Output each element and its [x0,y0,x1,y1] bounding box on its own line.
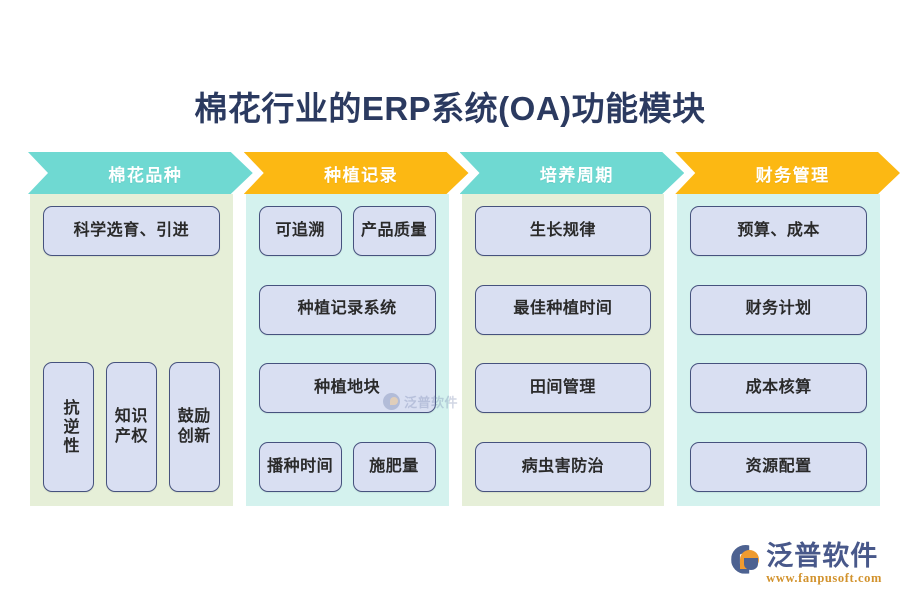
item-row: 预算、成本 [690,206,867,256]
module-item-label: 知识产权 [114,408,148,445]
module-column: 种植记录可追溯 产品质量种植记录系统种植地块播种时间 施肥量 [246,152,449,506]
fanpu-logo-icon [731,544,760,574]
spacer [475,335,652,364]
module-item-label: 施肥量 [369,457,419,475]
module-item[interactable]: 抗逆性 [43,362,94,492]
column-header-label: 种植记录 [324,165,399,185]
module-item[interactable]: 最佳种植时间 [474,284,652,335]
spacer [690,256,867,285]
module-item[interactable]: 预算、成本 [690,206,867,256]
module-item-label: 生长规律 [529,221,596,239]
page-title: 棉花行业的ERP系统(OA)功能模块 [194,90,706,127]
spacer [43,256,220,362]
module-columns: 棉花品种科学选育、引进抗逆性 知识产权鼓励创新 种植记录可追溯 产品质量种植记录系统种… [30,152,880,506]
item-row: 最佳种植时间 [474,284,652,335]
module-item-label: 抗逆性 [60,398,78,456]
column-panel: 生长规律最佳种植时间田间管理病虫害防治 [461,194,665,506]
spacer [690,413,867,442]
column-panel: 可追溯 产品质量种植记录系统种植地块播种时间 施肥量 [245,194,449,506]
item-row: 种植记录系统 [258,284,436,335]
module-item[interactable]: 施肥量 [352,442,436,493]
item-row: 播种时间 施肥量 [258,442,436,493]
module-item-label: 资源配置 [745,457,812,475]
module-item-label: 成本核算 [745,378,812,396]
item-row: 田间管理 [474,363,652,414]
module-item[interactable]: 产品质量 [352,206,436,256]
brand-url: www.fanpusoft.com [766,571,882,585]
column-header-arrow[interactable]: 种植记录 [244,152,469,194]
column-panel: 预算、成本财务计划成本核算资源配置 [677,194,880,506]
item-row: 科学选育、引进 [43,206,220,256]
module-item[interactable]: 鼓励创新 [168,362,220,492]
module-item-label: 病虫害防治 [521,457,605,475]
module-item[interactable]: 种植记录系统 [258,284,436,335]
module-item-label: 田间管理 [529,378,596,396]
spacer [259,413,436,442]
module-item-label: 种植记录系统 [297,300,397,318]
module-item-label: 播种时间 [267,457,334,475]
module-item-label: 鼓励创新 [177,408,211,445]
spacer [259,256,436,285]
module-column: 棉花品种科学选育、引进抗逆性 知识产权鼓励创新 [30,152,233,506]
spacer [475,413,652,442]
module-item[interactable]: 成本核算 [690,363,867,414]
spacer [475,256,652,285]
module-item[interactable]: 科学选育、引进 [43,206,220,256]
item-row: 资源配置 [690,442,867,493]
brand-logo: 泛普软件 www.fanpusoft.com [731,540,882,586]
module-item[interactable]: 财务计划 [690,284,867,335]
item-row: 生长规律 [474,206,652,256]
module-item[interactable]: 病虫害防治 [474,442,652,493]
item-row: 抗逆性 知识产权鼓励创新 [43,362,220,492]
spacer [690,335,867,364]
module-item-label: 预算、成本 [737,221,820,239]
column-header-label: 财务管理 [755,165,830,185]
module-item[interactable]: 生长规律 [474,206,652,256]
module-item-label: 科学选育、引进 [73,221,190,239]
module-item[interactable]: 种植地块 [258,363,436,414]
module-item[interactable]: 资源配置 [690,442,867,493]
column-header-label: 棉花品种 [108,165,183,185]
module-column: 培养周期生长规律最佳种植时间田间管理病虫害防治 [462,152,665,506]
item-row: 可追溯 产品质量 [258,206,436,256]
column-panel: 科学选育、引进抗逆性 知识产权鼓励创新 [30,194,233,506]
item-row: 财务计划 [690,284,867,335]
column-header-label: 培养周期 [539,165,614,185]
item-row: 种植地块 [258,363,436,414]
module-column: 财务管理预算、成本财务计划成本核算资源配置 [677,152,880,506]
column-header-arrow[interactable]: 财务管理 [675,152,900,194]
column-header-arrow[interactable]: 棉花品种 [28,152,253,194]
item-row: 成本核算 [690,363,867,414]
module-item[interactable]: 可追溯 [258,206,342,256]
module-item-label: 产品质量 [361,221,428,239]
brand-text: 泛普软件 www.fanpusoft.com [766,540,882,586]
module-item-label: 种植地块 [314,378,381,396]
column-header-arrow[interactable]: 培养周期 [460,152,685,194]
module-item-label: 可追溯 [275,221,325,239]
module-item[interactable]: 田间管理 [474,363,652,414]
brand-name: 泛普软件 [766,540,879,571]
module-item[interactable]: 知识产权 [105,362,157,492]
module-item[interactable]: 播种时间 [258,442,342,493]
module-item-label: 最佳种植时间 [513,300,613,318]
item-row: 病虫害防治 [474,442,652,493]
spacer [259,335,436,364]
module-item-label: 财务计划 [745,300,812,318]
